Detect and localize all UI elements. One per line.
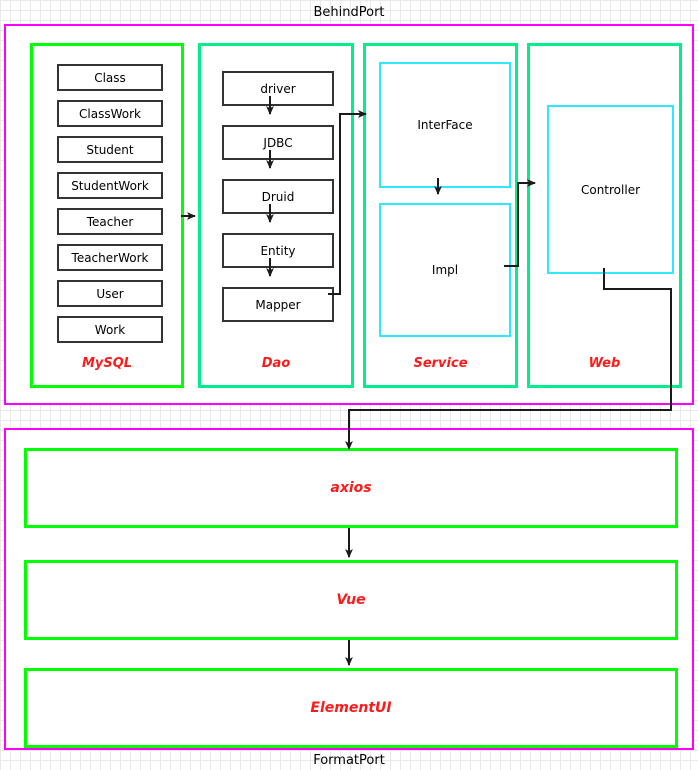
node-controller[interactable]: Controller [547,105,674,274]
group-label-web: Web [588,356,621,371]
node-teacher[interactable]: Teacher [57,208,163,235]
group-label-service: Service [413,356,468,371]
node-interface[interactable]: InterFace [379,62,511,188]
node-druid[interactable]: Druid [222,179,334,214]
behind-port-title: BehindPort [313,5,385,20]
node-elementui[interactable]: ElementUI [24,668,678,748]
node-impl[interactable]: Impl [379,203,511,337]
node-studentwork[interactable]: StudentWork [57,172,163,199]
group-service: InterFace Impl Service [363,43,518,388]
group-label-mysql: MySQL [81,356,133,371]
node-driver[interactable]: driver [222,71,334,106]
behind-port-container: Class ClassWork Student StudentWork Teac… [4,24,694,405]
group-mysql: Class ClassWork Student StudentWork Teac… [30,43,184,388]
format-port-title: FormatPort [313,753,385,768]
group-label-dao: Dao [261,356,291,371]
format-port-container: axios Vue ElementUI [4,428,694,750]
node-entity[interactable]: Entity [222,233,334,268]
group-dao: driver JDBC Druid Entity Mapper Dao [198,43,354,388]
node-axios[interactable]: axios [24,448,678,528]
node-classwork[interactable]: ClassWork [57,100,163,127]
group-web: Controller Web [527,43,682,388]
node-user[interactable]: User [57,280,163,307]
node-class[interactable]: Class [57,64,163,91]
node-vue[interactable]: Vue [24,560,678,640]
node-teacherwork[interactable]: TeacherWork [57,244,163,271]
node-mapper[interactable]: Mapper [222,287,334,322]
node-jdbc[interactable]: JDBC [222,125,334,160]
node-work[interactable]: Work [57,316,163,343]
node-student[interactable]: Student [57,136,163,163]
